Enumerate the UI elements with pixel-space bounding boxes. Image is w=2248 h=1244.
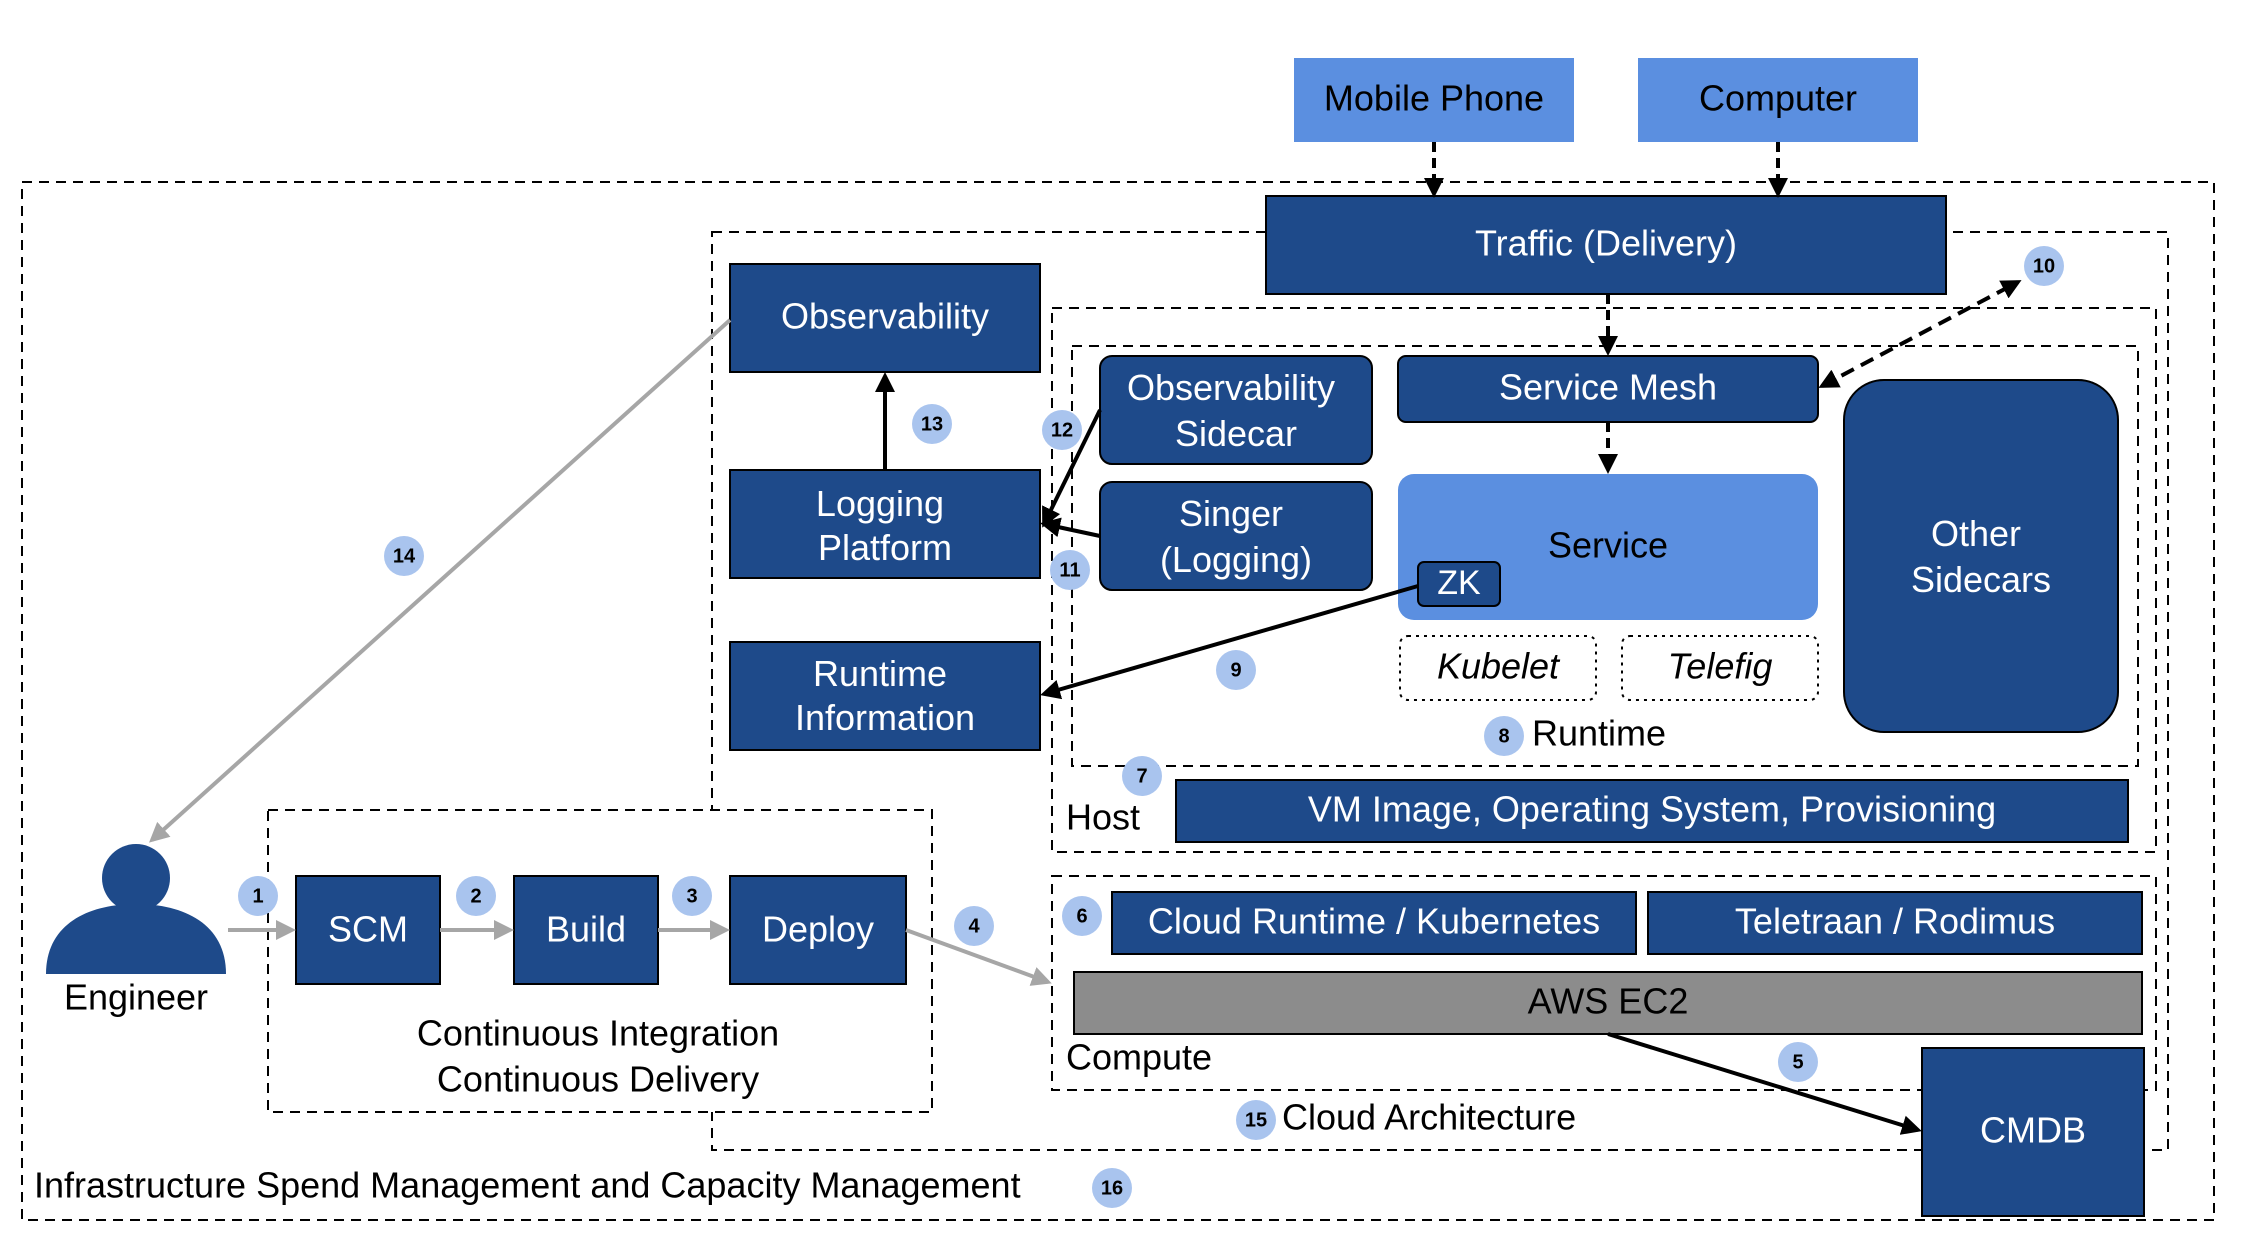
step-badge-12: 12 (1042, 410, 1082, 450)
service-label: Service (1548, 525, 1668, 566)
zk-label: ZK (1437, 564, 1481, 602)
svg-text:1: 1 (252, 885, 263, 907)
svg-text:8: 8 (1498, 725, 1509, 747)
compute-label: Compute (1066, 1037, 1212, 1078)
step-badge-13: 13 (912, 404, 952, 444)
svg-text:11: 11 (1059, 559, 1080, 581)
mobile-phone-box (1294, 58, 1574, 142)
step-badge-7: 7 (1122, 756, 1162, 796)
build-box (513, 875, 659, 985)
svg-text:14: 14 (393, 545, 416, 567)
cloud-runtime-box (1111, 891, 1637, 955)
svg-text:4: 4 (968, 915, 980, 937)
infrastructure-container (21, 181, 2215, 1221)
aws-ec2-label: AWS EC2 (1528, 981, 1689, 1022)
service-box (1398, 474, 1818, 620)
observability-sidecar-label: Observability Sidecar (1127, 367, 1345, 454)
deploy-box (729, 875, 907, 985)
vm-image-box (1175, 779, 2129, 843)
svg-text:6: 6 (1076, 905, 1087, 927)
runtime-information-label: Runtime Information (795, 653, 975, 738)
engineer-icon (46, 844, 226, 974)
arrow-obs-sidecar-to-logging (1042, 409, 1102, 528)
cmdb-label: CMDB (1980, 1110, 2086, 1151)
kubelet-box (1399, 635, 1597, 701)
step-badge-11: 11 (1050, 550, 1090, 590)
zk-box (1417, 561, 1501, 607)
host-label: Host (1066, 797, 1140, 838)
step-badge-14: 14 (384, 536, 424, 576)
arrow-singer-to-logging (1040, 517, 1101, 538)
arrow-observability-to-engineer (149, 318, 732, 843)
computer-box (1638, 58, 1918, 142)
host-container (1051, 307, 2157, 853)
aws-ec2-box (1073, 971, 2143, 1035)
scm-box (295, 875, 441, 985)
svg-text:7: 7 (1136, 765, 1147, 787)
runtime-label: Runtime (1532, 713, 1666, 754)
compute-container (1051, 875, 2157, 1091)
logging-platform-label: Logging Platform (816, 483, 954, 568)
cloud-architecture-container (711, 231, 2169, 1151)
mobile-phone-label: Mobile Phone (1324, 78, 1544, 119)
other-sidecars-label: Other Sidecars (1911, 513, 2051, 600)
svg-text:15: 15 (1245, 1109, 1267, 1131)
cd-label: Continuous Delivery (437, 1059, 759, 1100)
ci-label: Continuous Integration (417, 1013, 779, 1054)
cloud-architecture-label: Cloud Architecture (1282, 1097, 1576, 1138)
step-badge-2: 2 (456, 876, 496, 916)
svg-text:10: 10 (2033, 255, 2055, 277)
arrow-zk-to-runtime-info (1040, 584, 1419, 700)
step-badge-16: 16 (1092, 1168, 1132, 1208)
step-badge-8: 8 (1484, 716, 1524, 756)
singer-logging-label: Singer (Logging) (1160, 493, 1312, 580)
step-badge-5: 5 (1778, 1042, 1818, 1082)
computer-label: Computer (1699, 78, 1857, 119)
cmdb-box (1921, 1047, 2145, 1217)
traffic-delivery-label: Traffic (Delivery) (1475, 223, 1737, 264)
svg-text:9: 9 (1230, 659, 1241, 681)
svg-text:12: 12 (1051, 419, 1073, 441)
build-label: Build (546, 909, 626, 950)
svg-text:16: 16 (1101, 1177, 1123, 1199)
service-mesh-label: Service Mesh (1499, 367, 1717, 408)
traffic-delivery-box (1265, 195, 1947, 295)
svg-text:2: 2 (470, 885, 481, 907)
observability-label: Observability (781, 296, 989, 337)
arrows (149, 142, 2022, 1135)
kubelet-label: Kubelet (1437, 646, 1561, 687)
logging-platform-box (729, 469, 1041, 579)
step-badge-3: 3 (672, 876, 712, 916)
engineer-label: Engineer (64, 977, 208, 1018)
step-badge-15: 15 (1236, 1100, 1276, 1140)
other-sidecars-box (1843, 379, 2119, 733)
teletraan-box (1647, 891, 2143, 955)
runtime-information-box (729, 641, 1041, 751)
vm-image-label: VM Image, Operating System, Provisioning (1308, 789, 1996, 830)
teletraan-label: Teletraan / Rodimus (1735, 901, 2055, 942)
svg-text:3: 3 (686, 885, 697, 907)
arrow-ec2-to-cmdb (1607, 1032, 1922, 1135)
step-badge-9: 9 (1216, 650, 1256, 690)
telefig-label: Telefig (1668, 646, 1773, 687)
deploy-label: Deploy (762, 909, 874, 950)
svg-text:5: 5 (1792, 1051, 1803, 1073)
cloud-runtime-label: Cloud Runtime / Kubernetes (1148, 901, 1600, 942)
telefig-box (1621, 635, 1819, 701)
step-badge-4: 4 (954, 906, 994, 946)
scm-label: SCM (328, 909, 408, 950)
step-badge-10: 10 (2024, 246, 2064, 286)
step-badge-1: 1 (238, 876, 278, 916)
infrastructure-label: Infrastructure Spend Management and Capa… (34, 1165, 1021, 1206)
arrow-deploy-to-compute (905, 928, 1052, 986)
arrow-mesh-step10 (1818, 280, 2022, 388)
svg-text:13: 13 (921, 413, 943, 435)
step-badge-6: 6 (1062, 896, 1102, 936)
